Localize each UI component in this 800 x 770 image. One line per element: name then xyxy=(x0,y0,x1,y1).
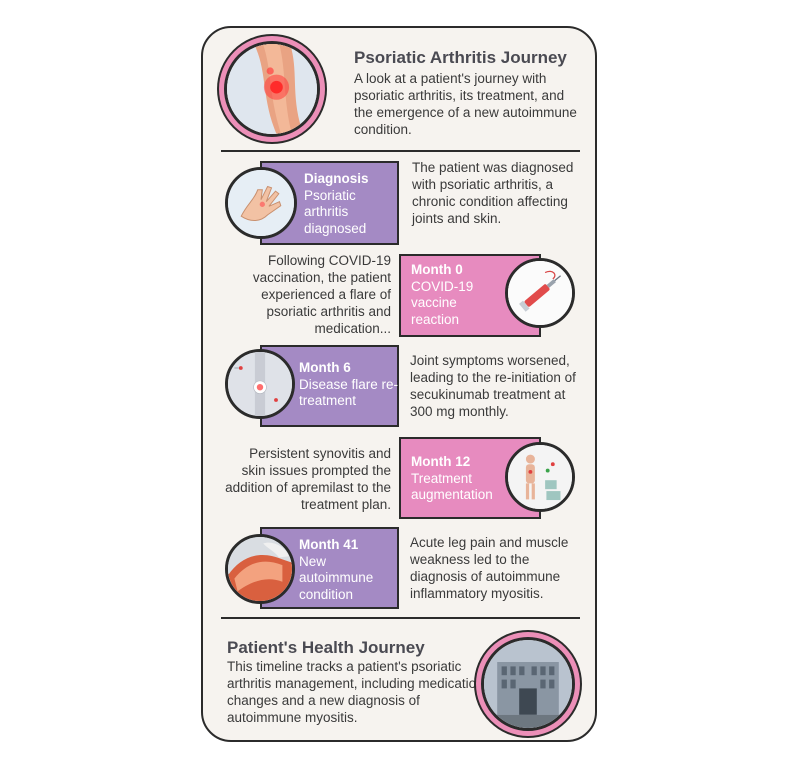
timeline-text: Acute leg pain and muscle weakness led t… xyxy=(410,535,569,601)
body-chart-icon xyxy=(505,442,575,512)
timeline-label: New autoimmune condition xyxy=(299,553,374,602)
page-title: Psoriatic Arthritis Journey xyxy=(354,48,567,67)
hand-joint-icon xyxy=(225,167,297,239)
timeline-label: Disease flare re-treatment xyxy=(299,376,399,409)
footer-description: This timeline tracks a patient's psoriat… xyxy=(227,659,484,725)
page-description: A look at a patient's journey with psori… xyxy=(354,71,577,137)
timeline-label: Psoriatic arthritis diagnosed xyxy=(304,187,367,236)
footer-divider xyxy=(221,617,580,619)
footer-title: Patient's Health Journey xyxy=(227,638,425,657)
muscle-icon xyxy=(225,534,295,604)
timeline-text: Persistent synovitis and skin issues pro… xyxy=(225,446,391,512)
timeline-label-bold: Month 0 xyxy=(411,262,463,277)
syringe-icon xyxy=(505,258,575,328)
timeline-label: Treatment augmentation xyxy=(411,470,493,503)
timeline-label-bold: Month 12 xyxy=(411,454,471,469)
timeline-text: Following COVID-19 vaccination, the pati… xyxy=(252,253,391,336)
knee-pain-icon xyxy=(224,41,320,137)
timeline-label-bold: Month 6 xyxy=(299,360,351,375)
timeline-text: The patient was diagnosed with psoriatic… xyxy=(412,160,574,226)
timeline-text: Joint symptoms worsened, leading to the … xyxy=(410,353,576,419)
header-divider xyxy=(221,150,580,152)
joint-flare-icon xyxy=(225,349,295,419)
hospital-building-icon xyxy=(481,637,575,731)
timeline-label-bold: Month 41 xyxy=(299,537,359,552)
timeline-label: COVID-19 vaccine reaction xyxy=(411,278,474,327)
timeline-label-bold: Diagnosis xyxy=(304,171,369,186)
